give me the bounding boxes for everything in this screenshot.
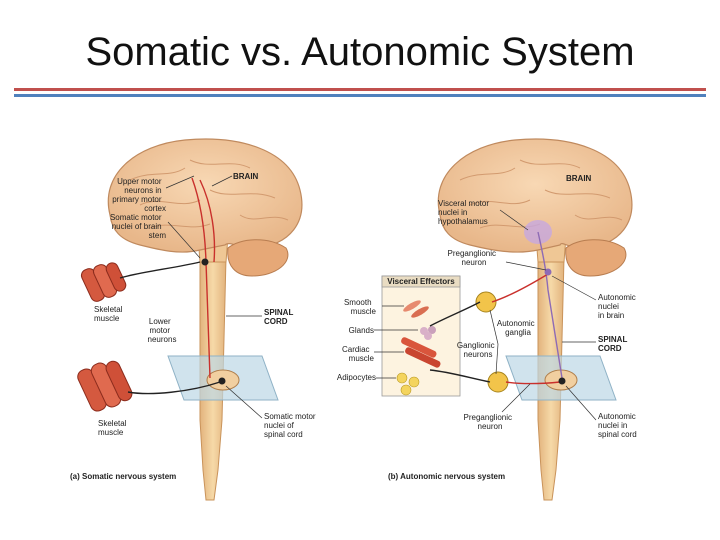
left-cord-neuron-dot	[218, 377, 226, 385]
somatic-panel: BRAIN Upper motor neurons in primary mot…	[70, 138, 320, 501]
preganglionic-neuron-bottom-label: Preganglionic neuron	[464, 407, 517, 431]
visceral-effectors-box	[381, 275, 461, 397]
left-cerebellum	[227, 239, 289, 277]
left-brain-gyri	[129, 159, 289, 229]
cardiac-muscle-label: Cardiac muscle	[342, 339, 375, 363]
right-leader-lines	[374, 209, 597, 421]
slide-title: Somatic vs. Autonomic System	[85, 30, 635, 74]
adipocyte-cells	[396, 372, 420, 396]
lower-motor-neurons-label: Lower motor neurons	[148, 311, 177, 344]
title-rule-blue	[14, 94, 706, 97]
autonomic-ganglia-label: Autonomic ganglia	[497, 313, 539, 337]
adipocytes-label: Adipocytes	[337, 373, 376, 382]
preganglionic-neuron-top-label: Preganglionic neuron	[448, 243, 501, 267]
right-brain-neuron-dot	[544, 268, 552, 276]
right-spinal-cord-label: SPINAL CORD	[598, 329, 632, 353]
right-brain	[437, 138, 633, 253]
left-skeletal-muscle-top	[80, 262, 127, 302]
visceral-effectors-label: Visceral Effectors	[387, 277, 455, 286]
somatic-motor-nuclei-spinal-cord-label: Somatic motor nuclei of spinal cord	[264, 406, 320, 439]
autonomic-nuclei-brain-label: Autonomic nuclei in brain	[598, 287, 640, 320]
ganglionic-neurons-label: Ganglionic neurons	[457, 335, 499, 359]
skeletal-muscle-top-label: Skeletal muscle	[94, 299, 127, 323]
left-brain	[107, 138, 303, 253]
autonomic-nuclei-spinal-cord-label: Autonomic nuclei in spinal cord	[598, 406, 640, 439]
smooth-muscle-cells	[403, 300, 429, 318]
left-leader-lines	[165, 175, 263, 419]
gland-cells	[420, 326, 436, 340]
glands-label: Glands	[349, 326, 374, 335]
autonomic-panel: BRAIN Visceral motor nuclei in hypothala…	[337, 138, 640, 501]
left-spinal-cord-label: SPINAL CORD	[264, 302, 298, 326]
right-brain-gyri	[459, 159, 623, 229]
autonomic-ganglion-bottom	[487, 371, 509, 393]
autonomic-pathways	[429, 231, 563, 385]
left-neuron-dot	[201, 258, 209, 266]
upper-motor-neurons-label: Upper motor neurons in primary motor cor…	[112, 171, 166, 213]
right-cord-neuron-dot	[558, 377, 566, 385]
left-brain-label: BRAIN	[233, 172, 259, 181]
skeletal-muscle-bottom-label: Skeletal muscle	[98, 413, 131, 437]
right-brain-label: BRAIN	[566, 174, 592, 183]
smooth-muscle-label: Smooth muscle	[344, 292, 377, 316]
visceral-effectors-header	[381, 275, 461, 288]
title-rule-red	[14, 88, 706, 91]
left-skeletal-muscle-bottom	[77, 360, 133, 412]
right-cerebellum	[565, 239, 627, 277]
autonomic-ganglion-top	[475, 291, 497, 313]
somatic-caption: (a) Somatic nervous system	[70, 472, 176, 481]
visceral-motor-nuclei-label: Visceral motor nuclei in hypothalamus	[438, 193, 493, 226]
cardiac-muscle-cells	[401, 337, 441, 368]
somatic-motor-nuclei-brain-stem-label: Somatic motor nuclei of brain stem	[110, 207, 166, 240]
autonomic-caption: (b) Autonomic nervous system	[388, 472, 505, 481]
